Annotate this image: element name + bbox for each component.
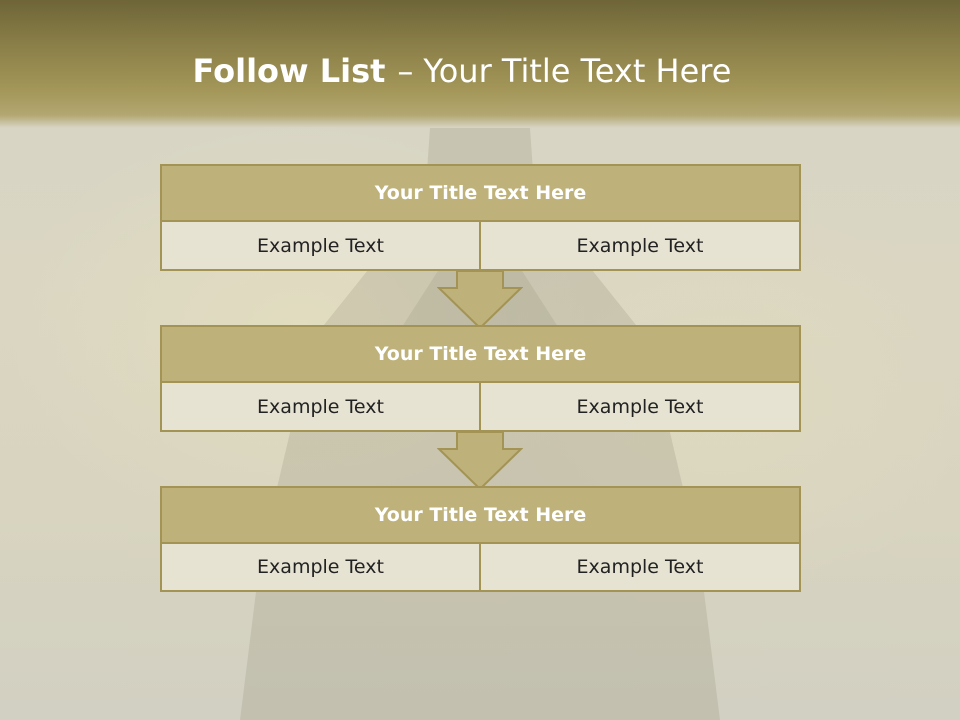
block-title: Your Title Text Here	[160, 486, 801, 544]
page-title-separator: –	[397, 52, 414, 90]
header-band	[0, 0, 960, 128]
page-title-rest: Your Title Text Here	[423, 52, 732, 90]
block-cell-left: Example Text	[160, 381, 481, 432]
page-title-bold: Follow List	[192, 52, 386, 90]
down-arrow-icon	[437, 270, 523, 330]
block-cell-left: Example Text	[160, 542, 481, 592]
block-cell-left: Example Text	[160, 220, 481, 271]
page-title: Follow List–Your Title Text Here	[0, 52, 942, 90]
down-arrow-icon	[437, 431, 523, 491]
block-cell-right: Example Text	[479, 381, 801, 432]
block-title: Your Title Text Here	[160, 164, 801, 222]
block-cell-right: Example Text	[479, 542, 801, 592]
block-title: Your Title Text Here	[160, 325, 801, 383]
block-cell-right: Example Text	[479, 220, 801, 271]
